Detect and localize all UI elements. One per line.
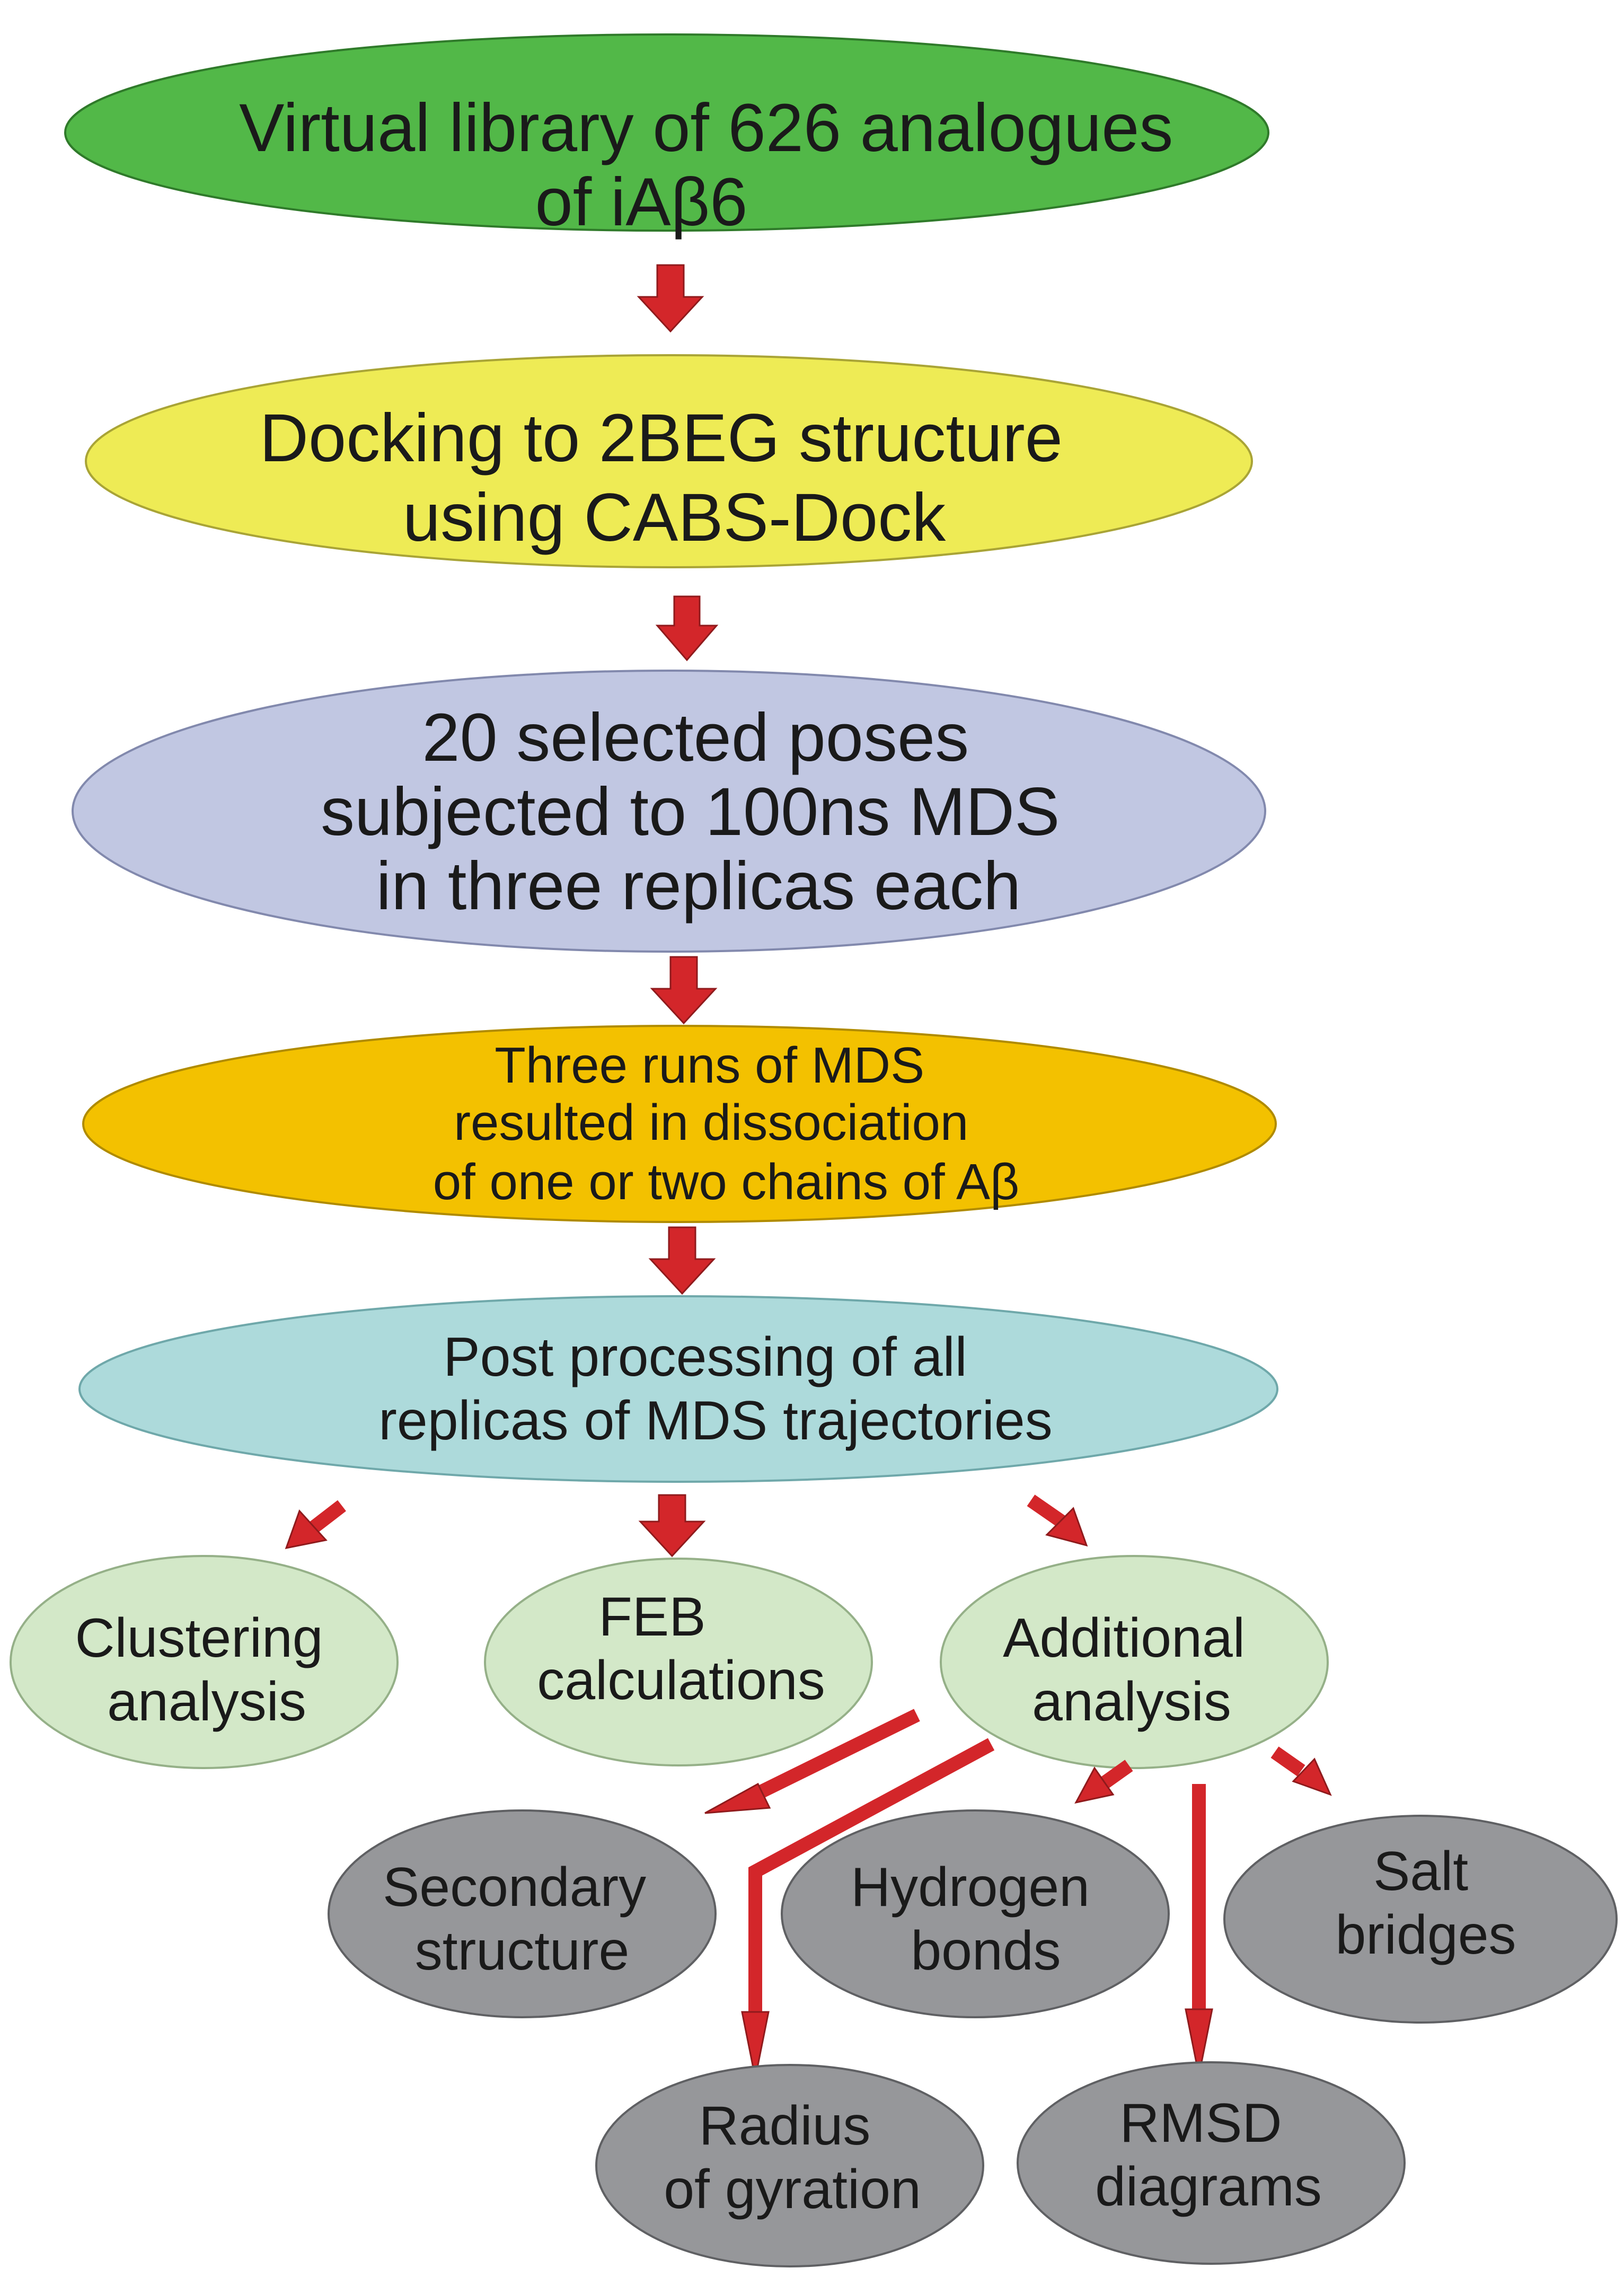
node-additional-line-2: analysis bbox=[1032, 1671, 1231, 1733]
node-feb-line-2: calculations bbox=[537, 1650, 825, 1711]
svg-text:FEB calculations: FEB calculations bbox=[537, 1586, 825, 1711]
node-hydrogen-bonds: Hydrogen bonds bbox=[781, 1809, 1170, 2018]
svg-text:RMSD diagrams: RMSD diagrams bbox=[1095, 2093, 1322, 2218]
node-post-processing-line-1: Post processing of all bbox=[443, 1326, 967, 1388]
node-hydrogen-bonds-line-2: bonds bbox=[911, 1920, 1061, 1982]
node-post-processing-shape bbox=[78, 1295, 1278, 1483]
node-poses-line-2: subjected to 100ns MDS bbox=[321, 774, 1060, 850]
node-secondary-structure: Secondary structure bbox=[328, 1809, 717, 2018]
arrow-to-rmsd bbox=[1185, 1784, 1213, 2076]
svg-text:Three runs of MDS result: Three runs of MDS resulted in dissociati… bbox=[433, 1037, 1020, 1210]
node-hydrogen-bonds-shape bbox=[781, 1809, 1170, 2018]
svg-text:Radius of gyration: Radius of gyration bbox=[664, 2095, 921, 2220]
node-additional-line-1: Additional bbox=[1003, 1607, 1245, 1669]
svg-text:Clustering analysis: Clustering analysis bbox=[75, 1607, 338, 1733]
node-clustering: Clustering analysis bbox=[10, 1555, 399, 1769]
node-runs: Three runs of MDS resulted in dissociati… bbox=[82, 1025, 1277, 1223]
node-secondary-structure-shape bbox=[328, 1809, 717, 2018]
node-virtual-library-shape bbox=[64, 33, 1269, 232]
arrow-2 bbox=[655, 595, 719, 662]
node-rmsd-diagrams-shape bbox=[1017, 2061, 1406, 2265]
node-hydrogen-bonds-line-1: Hydrogen bbox=[851, 1857, 1090, 1918]
node-clustering-shape bbox=[10, 1555, 399, 1769]
node-additional: Additional analysis bbox=[940, 1555, 1329, 1769]
node-salt-bridges-line-2: bridges bbox=[1335, 1904, 1516, 1966]
node-salt-bridges-shape bbox=[1223, 1815, 1618, 2024]
node-docking-line-1: Docking to 2BEG structure bbox=[260, 400, 1063, 476]
node-radius-of-gyration-shape bbox=[595, 2064, 984, 2267]
node-rmsd-diagrams-line-1: RMSD bbox=[1119, 2093, 1282, 2154]
arrow-4 bbox=[648, 1226, 716, 1295]
arrow-to-radius bbox=[741, 1738, 995, 2079]
node-virtual-library: Virtual library of 626 analogues of iAβ6 bbox=[64, 33, 1269, 240]
node-docking-shape bbox=[85, 354, 1253, 568]
node-secondary-structure-line-1: Secondary bbox=[383, 1857, 646, 1918]
arrow-3 bbox=[650, 956, 718, 1025]
node-poses-shape bbox=[72, 670, 1266, 953]
node-runs-shape bbox=[82, 1025, 1277, 1223]
node-docking-line-2: using CABS-Dock bbox=[403, 480, 946, 556]
svg-text:Virtual library of 626 analogu: Virtual library of 626 analogues of iAβ6 bbox=[239, 90, 1192, 240]
svg-text:Additional analysis: Additional analysis bbox=[1003, 1607, 1260, 1733]
node-feb: FEB calculations bbox=[484, 1558, 873, 1766]
node-rmsd-diagrams-line-2: diagrams bbox=[1095, 2156, 1322, 2218]
node-runs-line-3: of one or two chains of Aβ bbox=[433, 1154, 1020, 1210]
node-radius-of-gyration-line-1: Radius bbox=[699, 2095, 871, 2157]
node-clustering-line-2: analysis bbox=[107, 1671, 306, 1733]
arrow-1 bbox=[637, 264, 704, 333]
node-post-processing: Post processing of all replicas of MDS t… bbox=[78, 1295, 1278, 1483]
node-post-processing-line-2: replicas of MDS trajectories bbox=[378, 1390, 1053, 1452]
node-radius-of-gyration-line-2: of gyration bbox=[664, 2159, 921, 2220]
node-rmsd-diagrams: RMSD diagrams bbox=[1017, 2061, 1406, 2265]
node-additional-shape bbox=[940, 1555, 1329, 1769]
arrow-to-clustering bbox=[285, 1500, 346, 1549]
arrow-to-secondary bbox=[704, 1709, 920, 1814]
svg-text:Secondary structure: Secondary structure bbox=[383, 1857, 661, 1982]
node-virtual-library-line-1: Virtual library of 626 analogues bbox=[239, 90, 1173, 166]
node-poses-line-3: in three replicas each bbox=[376, 848, 1021, 924]
node-docking: Docking to 2BEG structure using CABS-Doc… bbox=[85, 354, 1253, 568]
node-virtual-library-line-2: of iAβ6 bbox=[535, 164, 748, 240]
node-salt-bridges-line-1: Salt bbox=[1373, 1841, 1468, 1902]
arrow-to-feb bbox=[638, 1494, 706, 1558]
arrow-to-hydrogen bbox=[1074, 1760, 1133, 1804]
svg-text:Salt bridges: Salt bridges bbox=[1335, 1841, 1516, 1966]
node-secondary-structure-line-2: structure bbox=[415, 1920, 630, 1982]
arrow-to-salt bbox=[1270, 1746, 1332, 1796]
node-radius-of-gyration: Radius of gyration bbox=[595, 2064, 984, 2267]
svg-text:Hydrogen bonds: Hydrogen bonds bbox=[851, 1857, 1105, 1982]
node-runs-line-2: resulted in dissociation bbox=[454, 1094, 968, 1151]
node-salt-bridges: Salt bridges bbox=[1223, 1815, 1618, 2024]
node-feb-line-1: FEB bbox=[598, 1586, 705, 1648]
svg-text:Docking to 2BEG structure: Docking to 2BEG structure using CABS-Doc… bbox=[260, 400, 1082, 556]
node-clustering-line-1: Clustering bbox=[75, 1607, 323, 1669]
svg-text:20 selected poses subjec: 20 selected poses subjected to 100ns MDS… bbox=[321, 700, 1079, 924]
node-poses-line-1: 20 selected poses bbox=[422, 700, 969, 776]
node-feb-shape bbox=[484, 1558, 873, 1766]
node-runs-line-1: Three runs of MDS bbox=[495, 1037, 924, 1094]
node-poses: 20 selected poses subjected to 100ns MDS… bbox=[72, 670, 1266, 953]
arrow-to-additional bbox=[1027, 1494, 1088, 1547]
svg-text:Post processing of all r: Post processing of all replicas of MDS t… bbox=[378, 1326, 1053, 1452]
